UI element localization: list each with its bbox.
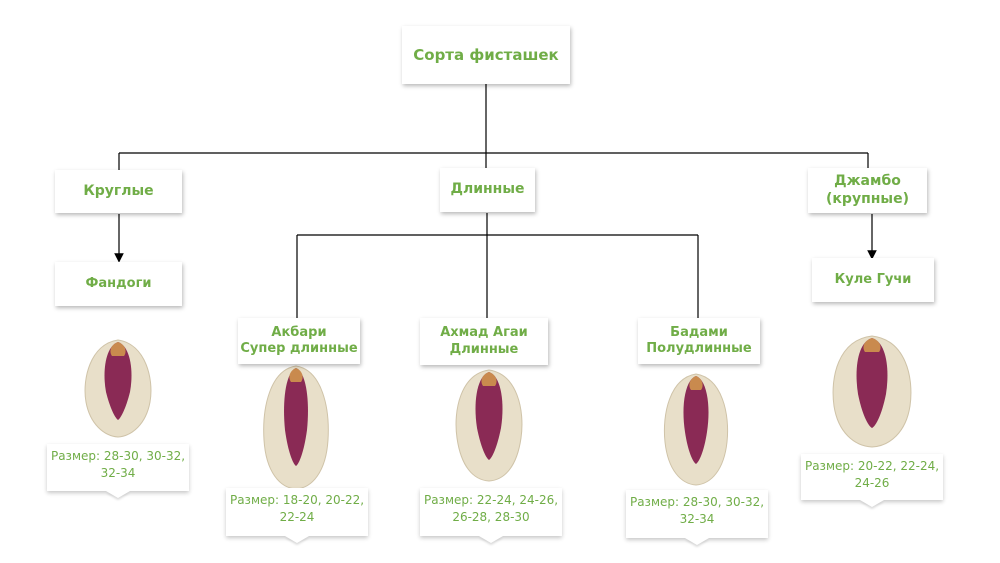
group-long-node: Длинные [440,168,535,212]
size-card-ahmad: Размер: 22-24, 24-26, 26-28, 28-30 [420,488,562,536]
size-badami-line2: 32-34 [679,512,715,527]
size-akbari-line2: 22-24 [279,510,315,525]
variety-fandogi-label: Фандоги [85,275,152,291]
size-kule-line1: Размер: 20-22, 22-24, [804,459,940,473]
variety-ahmad-label-line2: Длинные [449,341,519,357]
pistachio-akbari-image [263,365,329,490]
pistachio-fandogi-image [84,339,152,438]
variety-badami-label-line1: Бадами [670,324,728,340]
size-fandogi-line1: Размер: 28-30, 30-32, [50,449,186,463]
variety-akbari-node: Акбари Супер длинные [238,318,360,364]
size-card-badami: Размер: 28-30, 30-32, 32-34 [626,490,768,538]
group-long-label: Длинные [450,181,525,198]
size-ahmad-line1: Размер: 22-24, 24-26, [423,493,559,507]
size-fandogi-line2: 32-34 [100,466,136,481]
group-jumbo-label-line1: Джамбо [834,173,901,189]
variety-akbari-label-line1: Акбари [271,324,327,340]
variety-fandogi-node: Фандоги [55,262,182,306]
variety-akbari-label-line2: Супер длинные [240,341,358,356]
variety-badami-node: Бадами Полудлинные [638,318,760,364]
size-ahmad-line2: 26-28, 28-30 [452,510,530,525]
variety-kule-label: Куле Гучи [834,271,912,287]
variety-ahmad-label-line1: Ахмад Агаи [440,325,528,341]
group-round-label: Круглые [83,182,154,199]
size-card-akbari: Размер: 18-20, 20-22, 22-24 [226,488,368,536]
root-node: Сорта фисташек [402,26,570,84]
pistachio-ahmad-image [455,369,523,482]
pistachio-kule-image [832,335,912,448]
root-title: Сорта фисташек [413,45,559,64]
size-akbari-line1: Размер: 18-20, 20-22, [229,493,365,507]
group-jumbo-label-line2: (крупные) [826,190,909,207]
size-badami-line1: Размер: 28-30, 30-32, [629,495,765,509]
size-card-fandogi: Размер: 28-30, 30-32, 32-34 [47,444,189,491]
variety-ahmad-node: Ахмад Агаи Длинные [420,318,548,365]
size-kule-line2: 24-26 [854,476,890,491]
group-round-node: Круглые [55,170,182,213]
pistachio-badami-image [663,373,729,486]
variety-badami-label-line2: Полудлинные [646,341,752,356]
size-card-kule: Размер: 20-22, 22-24, 24-26 [801,454,943,500]
variety-kule-node: Куле Гучи [812,258,934,302]
group-jumbo-node: Джамбо (крупные) [808,168,927,213]
